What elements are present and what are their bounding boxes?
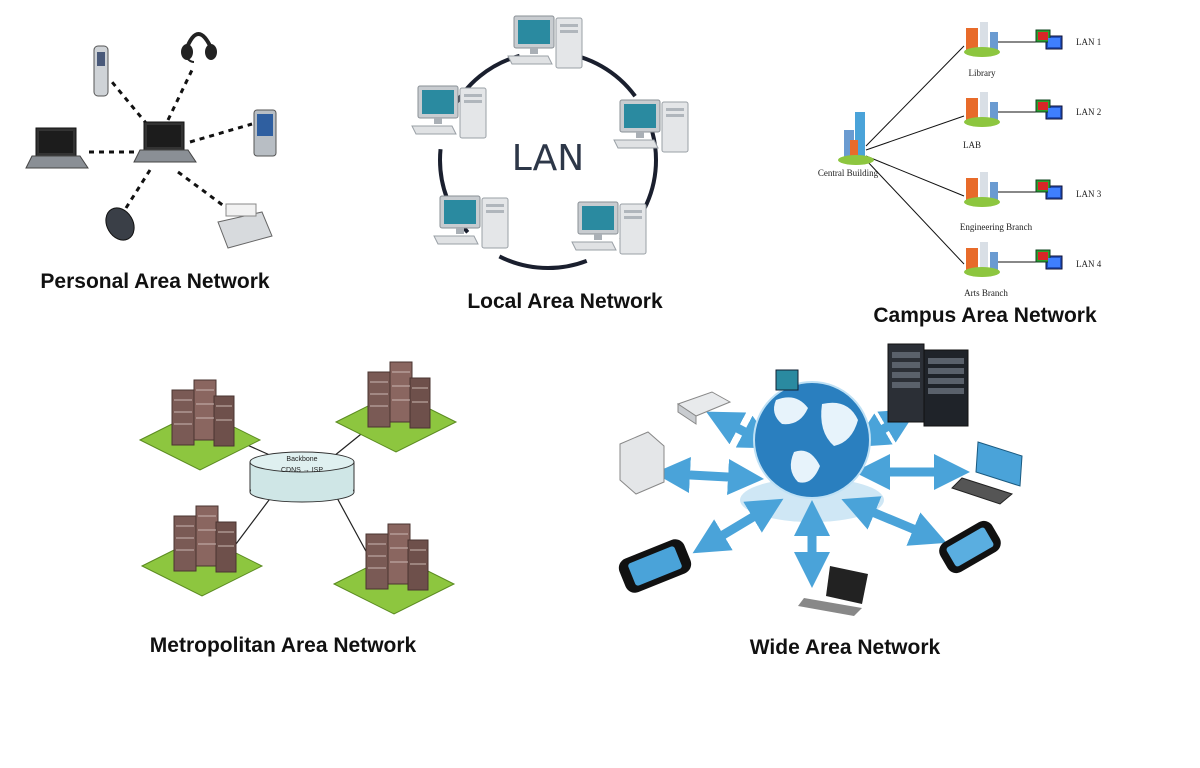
pda-icon <box>253 109 277 157</box>
campus-branch-arts: Arts Branch <box>964 288 1008 298</box>
campus-pc-1 <box>1035 29 1063 50</box>
campus-branch-lab: LAB <box>963 140 981 150</box>
smartphone-right-icon <box>939 520 1001 574</box>
server-rack-icon <box>887 343 969 427</box>
headset-icon <box>181 32 217 63</box>
desktop-icon <box>951 441 1023 505</box>
campus-tower-library <box>964 22 1000 57</box>
man-building-bottom-left <box>141 505 263 597</box>
backbone-label-1: Backbone <box>286 456 317 463</box>
campus-caption: Campus Area Network <box>873 304 1097 327</box>
small-monitor-icon <box>775 369 799 391</box>
campus-tower-engineering <box>964 172 1000 207</box>
campus-branch-library: Library <box>969 68 996 78</box>
router-icon <box>676 391 732 425</box>
campus-pc-2 <box>1035 99 1063 120</box>
lan-pc-bottom-right <box>571 201 647 255</box>
wan-panel: Wide Area Network <box>618 343 1023 659</box>
campus-pc-3 <box>1035 179 1063 200</box>
pan-laptop-center <box>133 121 197 163</box>
central-building-icon <box>838 112 874 165</box>
campus-tower-lab <box>964 92 1000 127</box>
campus-lan-4: LAN 4 <box>1076 259 1102 269</box>
backbone-cylinder <box>249 451 355 503</box>
mouse-icon <box>105 207 135 241</box>
mobile-phone-icon <box>93 45 109 97</box>
campus-panel: Central Building Library LAB Engineering… <box>818 22 1102 327</box>
man-building-top-right <box>335 361 457 453</box>
lan-panel: LAN Local Area Network <box>411 15 689 313</box>
pan-caption: Personal Area Network <box>40 270 270 293</box>
printer-icon <box>217 203 273 249</box>
smartphone-left-icon <box>618 539 692 593</box>
pan-laptop-left <box>25 127 89 169</box>
lan-pc-left <box>411 85 487 139</box>
lan-pc-bottom-left <box>433 195 509 249</box>
tower-pc-icon <box>619 431 665 495</box>
man-building-bottom-right <box>333 523 455 615</box>
campus-central-label: Central Building <box>818 168 879 178</box>
man-panel: Backbone CDNS → ISP Metropolitan Area Ne… <box>139 361 457 657</box>
man-building-top-left <box>139 379 261 471</box>
lan-center-label: LAN <box>512 138 584 179</box>
backbone-label-2: CDNS → ISP <box>281 467 323 474</box>
man-caption: Metropolitan Area Network <box>149 634 417 657</box>
lan-pc-top <box>507 15 583 69</box>
lan-caption: Local Area Network <box>467 290 663 313</box>
campus-tower-arts <box>964 242 1000 277</box>
globe-icon <box>753 381 871 499</box>
campus-lan-2: LAN 2 <box>1076 107 1101 117</box>
laptop-bottom-icon <box>798 566 868 616</box>
campus-pc-4 <box>1035 249 1063 270</box>
campus-links <box>865 41 1040 265</box>
campus-branch-engineering: Engineering Branch <box>960 222 1033 232</box>
campus-lan-1: LAN 1 <box>1076 37 1101 47</box>
lan-pc-right <box>613 99 689 153</box>
pan-panel: Personal Area Network <box>25 32 277 293</box>
wan-caption: Wide Area Network <box>749 636 941 659</box>
campus-lan-3: LAN 3 <box>1076 189 1102 199</box>
